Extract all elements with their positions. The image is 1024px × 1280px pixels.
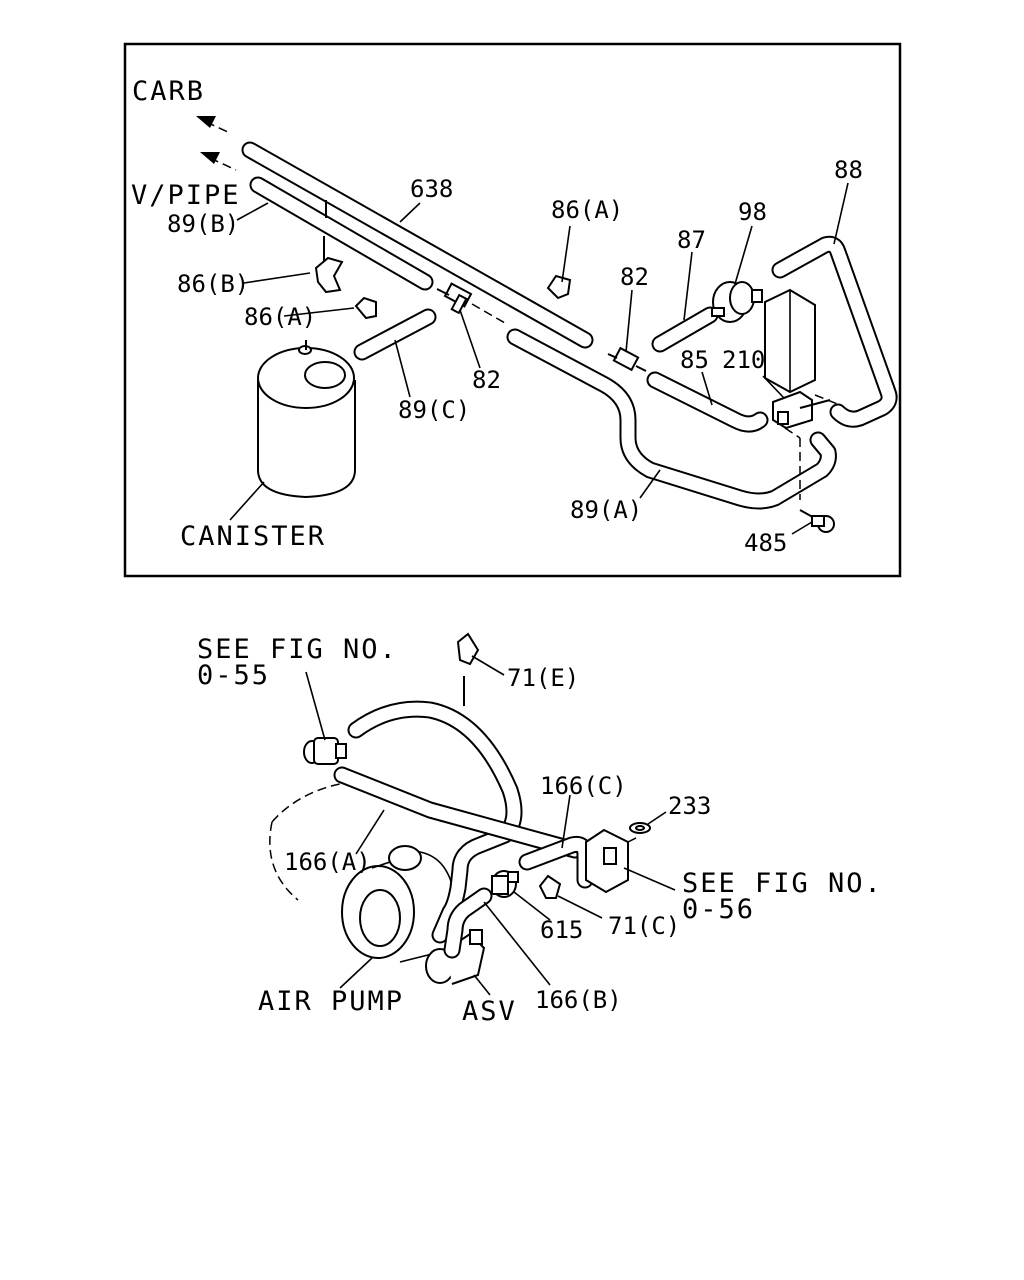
leader-86a-right bbox=[561, 225, 571, 283]
hose-166c bbox=[518, 836, 594, 889]
label-86a-left: 86(A) bbox=[244, 303, 316, 331]
leader-87 bbox=[683, 251, 693, 321]
leader-166a bbox=[355, 809, 385, 855]
leader-asv bbox=[473, 974, 491, 996]
leader-166b bbox=[483, 901, 551, 986]
hose-89b bbox=[249, 176, 434, 291]
label-85: 85 bbox=[680, 346, 709, 374]
leader-71c bbox=[557, 895, 603, 919]
air-pump bbox=[269, 781, 456, 963]
bolt-485 bbox=[799, 509, 835, 533]
clip-71e bbox=[456, 632, 480, 706]
leader-71e bbox=[471, 655, 505, 676]
leader-638 bbox=[399, 202, 421, 223]
canister bbox=[257, 340, 356, 499]
hose-166a bbox=[333, 766, 584, 859]
washer-233 bbox=[629, 822, 651, 834]
leader-210 bbox=[762, 375, 785, 399]
leader-233 bbox=[647, 811, 667, 825]
label-asv: ASV bbox=[462, 996, 517, 1027]
label-638: 638 bbox=[410, 175, 453, 203]
valve-98 bbox=[711, 281, 763, 323]
leader-see-fig-56 bbox=[623, 867, 676, 891]
leader-air-pump bbox=[339, 957, 373, 989]
label-615: 615 bbox=[540, 916, 583, 944]
leader-485 bbox=[791, 521, 813, 535]
hose-87 bbox=[651, 306, 719, 353]
hose-638 bbox=[241, 141, 594, 349]
label-210: 210 bbox=[722, 346, 765, 374]
label-86b: 86(B) bbox=[177, 270, 249, 298]
leader-86a-left bbox=[283, 307, 355, 317]
solenoid-0-56 bbox=[585, 828, 641, 894]
leader-canister bbox=[229, 481, 265, 521]
vpipe-arrow-icon bbox=[200, 152, 237, 171]
hose-166b bbox=[443, 887, 493, 959]
leader-89c bbox=[394, 339, 411, 398]
hose-85 bbox=[646, 371, 769, 433]
label-see-fig-56-line2: 0-56 bbox=[682, 894, 755, 925]
leader-89b bbox=[236, 202, 269, 221]
label-87: 87 bbox=[677, 226, 706, 254]
label-89a: 89(A) bbox=[570, 496, 642, 524]
leader-82-left bbox=[459, 309, 481, 369]
label-98: 98 bbox=[738, 198, 767, 226]
clip-86b bbox=[314, 200, 344, 294]
top-panel: CARB V/PIPE 638 89(B) 86(B) 86(A) 89(C) … bbox=[123, 42, 902, 578]
label-see-fig-55-line1: SEE FIG NO. bbox=[197, 634, 398, 665]
t-joint-82-right bbox=[607, 346, 647, 372]
solenoid-210 bbox=[764, 288, 841, 500]
label-82-right: 82 bbox=[620, 263, 649, 291]
label-88: 88 bbox=[834, 156, 863, 184]
leader-88 bbox=[833, 182, 849, 245]
label-vpipe: V/PIPE bbox=[131, 180, 241, 211]
label-86a-right: 86(A) bbox=[551, 196, 623, 224]
label-89c: 89(C) bbox=[398, 396, 470, 424]
leader-85 bbox=[701, 371, 713, 406]
label-166c: 166(C) bbox=[540, 772, 627, 800]
label-82-left: 82 bbox=[472, 366, 501, 394]
clip-86a-right bbox=[546, 274, 572, 300]
label-233: 233 bbox=[668, 792, 711, 820]
leader-see-fig-55 bbox=[305, 671, 326, 741]
top-panel-frame bbox=[123, 42, 902, 578]
label-89b: 89(B) bbox=[167, 210, 239, 238]
valve-615 bbox=[491, 870, 519, 898]
label-71e: 71(E) bbox=[507, 664, 579, 692]
hose-166-upper bbox=[347, 700, 523, 944]
label-166a: 166(A) bbox=[284, 848, 371, 876]
label-see-fig-56-line1: SEE FIG NO. bbox=[682, 868, 883, 899]
hose-89a bbox=[506, 328, 837, 510]
leader-615 bbox=[513, 891, 551, 921]
leader-166c bbox=[561, 794, 571, 849]
label-485: 485 bbox=[744, 529, 787, 557]
label-carb: CARB bbox=[132, 76, 205, 107]
label-71c: 71(C) bbox=[608, 912, 680, 940]
leader-86b bbox=[243, 272, 311, 284]
label-see-fig-55-line2: 0-55 bbox=[197, 660, 270, 691]
label-canister: CANISTER bbox=[180, 521, 326, 552]
clip-71c bbox=[538, 874, 562, 899]
t-joint-82-left bbox=[436, 282, 506, 324]
leader-98 bbox=[734, 225, 753, 285]
clip-86a-left bbox=[354, 296, 377, 320]
carb-arrow-icon bbox=[196, 116, 229, 133]
label-air-pump: AIR PUMP bbox=[258, 986, 404, 1017]
leader-89a bbox=[639, 469, 661, 499]
check-valve-fitting bbox=[303, 737, 347, 765]
leader-82-right bbox=[625, 289, 633, 353]
label-166b: 166(B) bbox=[535, 986, 622, 1014]
hose-89c bbox=[353, 308, 437, 361]
hose-88 bbox=[771, 235, 898, 428]
bottom-panel: SEE FIG NO. 0-55 71(E) 166(C) 233 166(A)… bbox=[197, 632, 883, 1027]
